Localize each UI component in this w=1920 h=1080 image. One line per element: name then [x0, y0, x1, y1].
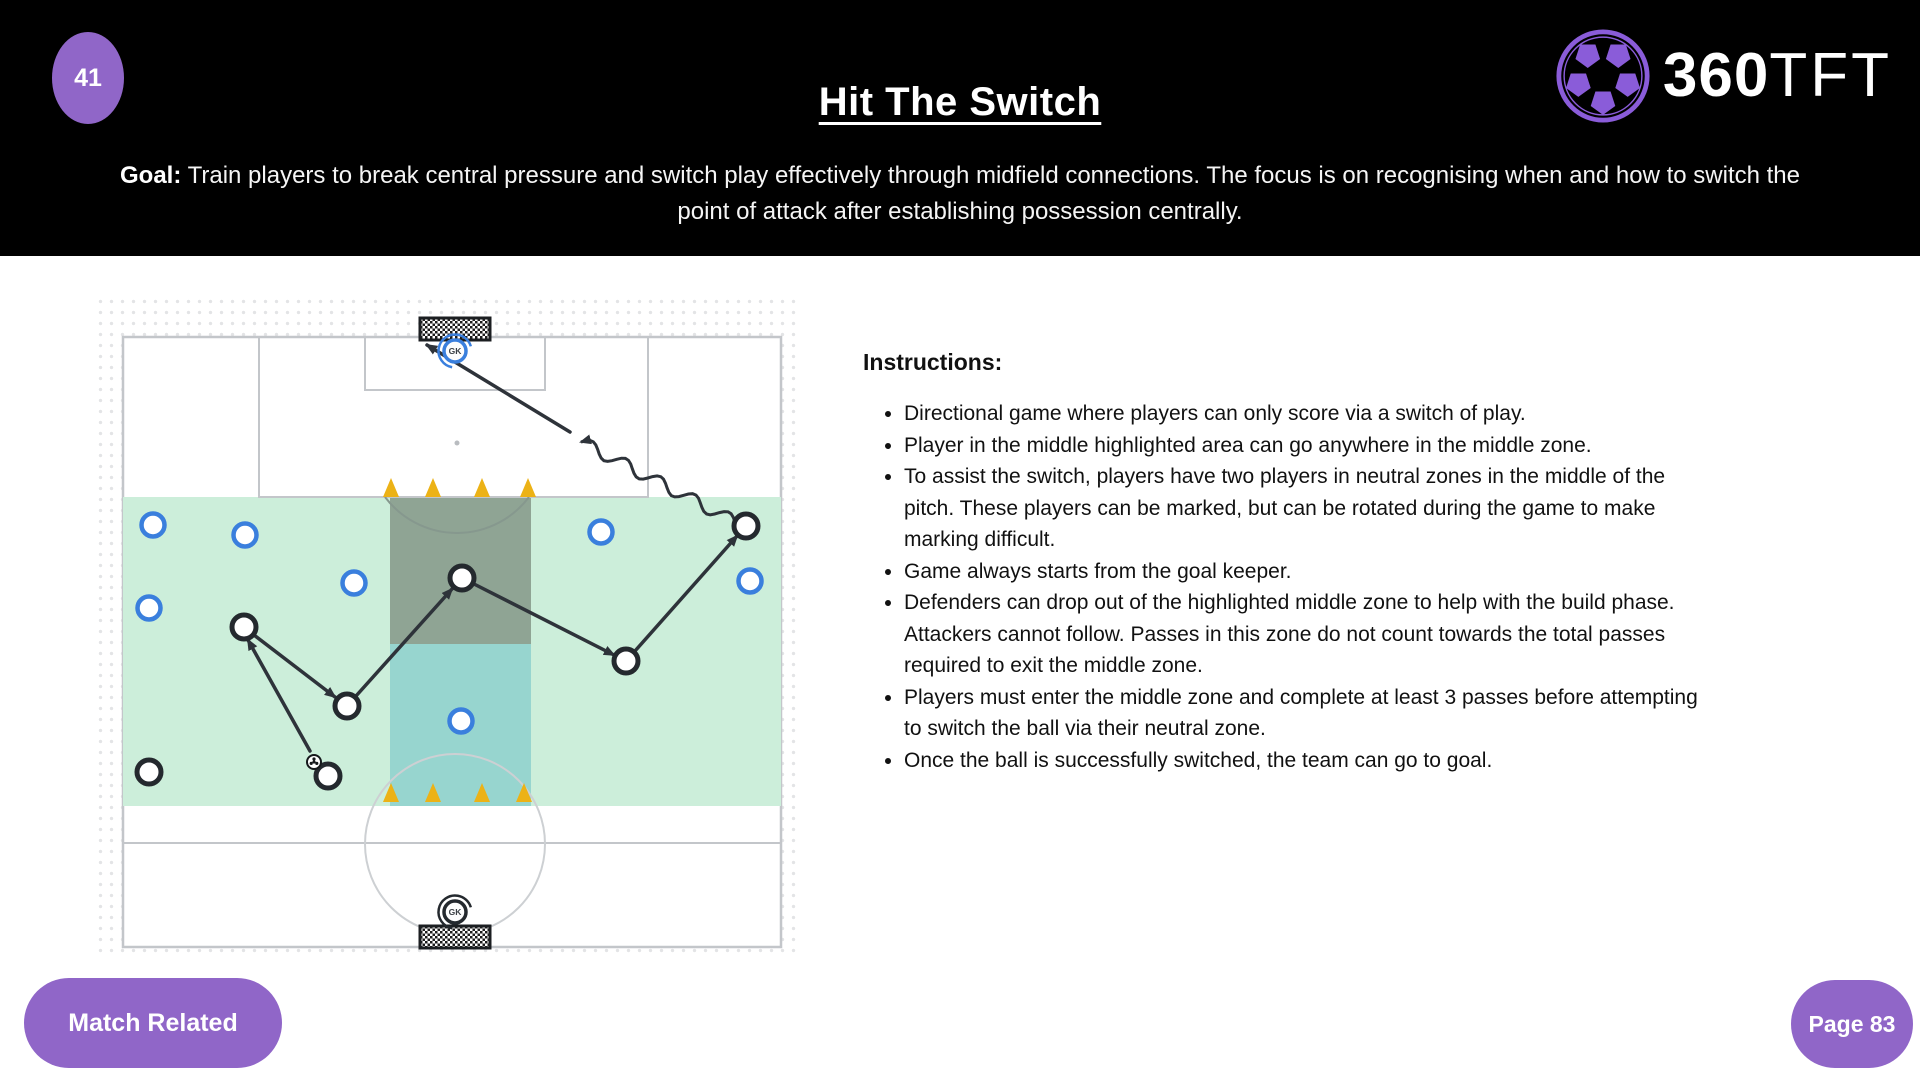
- instruction-item: Once the ball is successfully switched, …: [904, 745, 1721, 777]
- instruction-item: Defenders can drop out of the highlighte…: [904, 587, 1721, 682]
- goal-label: Goal:: [120, 162, 182, 189]
- goal-bottom: [418, 924, 492, 950]
- player-black: [332, 691, 362, 721]
- instruction-item: Players must enter the middle zone and c…: [904, 682, 1721, 745]
- instruction-item: To assist the switch, players have two p…: [904, 461, 1721, 556]
- cone-marker: [474, 783, 490, 802]
- cone-marker: [425, 783, 441, 802]
- instruction-item: Directional game where players can only …: [904, 398, 1721, 430]
- player-black: [229, 612, 259, 642]
- player-blue: [139, 511, 167, 539]
- instructions-panel: Instructions: Directional game where pla…: [863, 349, 1721, 776]
- svg-text:GK: GK: [449, 907, 463, 917]
- player-blue: [447, 707, 475, 735]
- category-pill: Match Related: [24, 978, 282, 1068]
- cone-marker: [383, 783, 399, 802]
- instruction-item: Player in the middle highlighted area ca…: [904, 430, 1721, 462]
- player-blue: [135, 594, 163, 622]
- ball-icon: [306, 754, 322, 770]
- pitch-svg: GK GK: [121, 316, 783, 950]
- header: 41 Hit The Switch Goal: Train players to…: [0, 0, 1920, 256]
- goal-top: [418, 316, 492, 342]
- cone-marker: [520, 478, 536, 497]
- goalkeeper-marker: GK: [437, 894, 473, 930]
- player-black: [313, 761, 343, 791]
- player-blue: [736, 567, 764, 595]
- pass-arrow: [246, 638, 312, 753]
- instructions-list: Directional game where players can only …: [863, 398, 1721, 776]
- goal-text: Train players to break central pressure …: [187, 162, 1800, 225]
- instructions-heading: Instructions:: [863, 349, 1003, 375]
- page-title: Hit The Switch: [818, 80, 1102, 124]
- cone-marker: [516, 783, 532, 802]
- player-black: [134, 757, 164, 787]
- svg-text:GK: GK: [449, 346, 463, 356]
- pass-arrow: [633, 534, 739, 653]
- penalty-arc-line: [384, 496, 530, 534]
- goal-statement: Goal: Train players to break central pre…: [110, 158, 1810, 230]
- page-number-pill: Page 83: [1791, 980, 1913, 1068]
- pass-arrow: [354, 587, 454, 698]
- cone-marker: [474, 478, 490, 497]
- cone-marker: [383, 478, 399, 497]
- player-blue: [231, 521, 259, 549]
- pitch-diagram: GK GK: [95, 296, 800, 958]
- player-black: [447, 563, 477, 593]
- player-blue: [587, 518, 615, 546]
- dribble-arrow: [579, 434, 737, 523]
- player-black: [731, 511, 761, 541]
- player-black: [611, 646, 641, 676]
- instruction-item: Game always starts from the goal keeper.: [904, 556, 1721, 588]
- drill-number-badge: 41: [52, 32, 124, 124]
- cone-marker: [425, 478, 441, 497]
- logo-letters: TFT: [1769, 41, 1892, 110]
- pass-arrow: [472, 582, 616, 657]
- goalkeeper-marker: GK: [437, 333, 473, 369]
- pass-arrow: [252, 633, 337, 699]
- penalty-spot: [454, 440, 460, 446]
- logo-number: 360: [1662, 41, 1770, 110]
- player-blue: [340, 569, 368, 597]
- soccer-ball-icon: [1556, 29, 1650, 123]
